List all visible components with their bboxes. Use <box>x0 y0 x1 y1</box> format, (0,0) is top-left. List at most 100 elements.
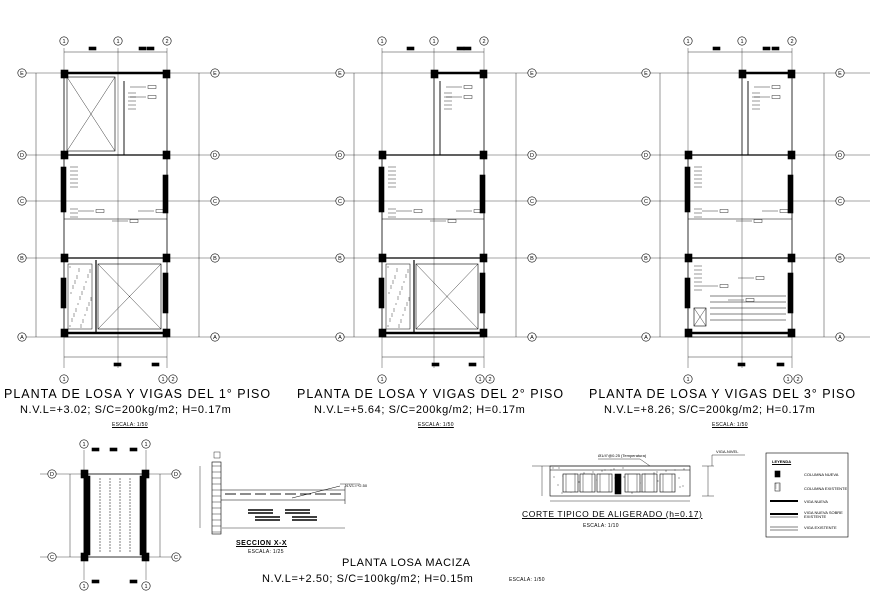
small-row-d-left-bubble <box>47 469 57 479</box>
dimension-mark <box>151 362 160 367</box>
hatch-dot <box>86 309 88 311</box>
col-1b-bottom-bubble <box>158 374 168 384</box>
hatch-dot <box>87 276 89 278</box>
main-slab-outline <box>687 154 793 338</box>
small-row-c-left-bubble <box>47 552 57 562</box>
plan-3-subtitle: N.V.L=+8.26; S/C=200kg/m2; H=0.17m <box>604 404 816 416</box>
hatch-dot <box>778 484 780 486</box>
concrete-dot <box>679 486 681 488</box>
hatch-dot <box>408 297 410 299</box>
hatch-dot <box>403 281 405 283</box>
legend-swatch-existing-column <box>774 482 781 492</box>
row-b-left-label: B <box>338 256 342 262</box>
dimension-mark <box>91 447 100 452</box>
row-a-left-bubble <box>335 332 345 342</box>
row-d-left-label: D <box>644 153 648 159</box>
col-3-top-label: 2 <box>165 39 168 45</box>
legend-frame <box>765 452 849 538</box>
row-c-right-label: C <box>213 199 217 205</box>
concrete-dot <box>552 467 554 469</box>
dimension-mark <box>406 46 415 51</box>
concrete-dot <box>557 484 559 486</box>
column <box>479 328 488 338</box>
wall-segment <box>139 475 147 556</box>
row-b-right-bubble <box>210 253 220 263</box>
column <box>378 253 387 263</box>
hatch-dot <box>69 325 71 327</box>
column <box>738 69 747 79</box>
wall-segment <box>60 166 67 213</box>
hatch-dot <box>394 277 396 279</box>
row-a-left-bubble <box>641 332 651 342</box>
row-a-left-label: A <box>644 335 648 341</box>
concrete-dot <box>665 470 667 472</box>
hatch-dot <box>406 302 408 304</box>
column <box>162 328 171 338</box>
hatch-dot <box>73 313 75 315</box>
wall-segment <box>787 272 794 314</box>
hatch-dot <box>392 282 394 284</box>
wall-segment <box>162 174 169 214</box>
hatch-dot <box>397 296 399 298</box>
row-a-right-bubble <box>527 332 537 342</box>
col-1-top-label: 1 <box>62 39 65 45</box>
hatch-dot <box>390 285 392 287</box>
beam-tag <box>447 219 457 223</box>
hatch-dot <box>775 487 777 489</box>
small-row-d-right-bubble <box>171 469 181 479</box>
beam-tag <box>745 298 755 302</box>
plan-3-scale: ESCALA: 1/50 <box>712 422 748 428</box>
hatch-dot <box>391 315 393 317</box>
concrete-dot <box>601 470 603 472</box>
leader-line <box>639 458 651 467</box>
legend-item-new-column: COLUMNA NUEVA <box>804 472 839 477</box>
row-a-right-label: A <box>213 335 217 341</box>
void-opening <box>97 263 162 330</box>
dimension-mark <box>456 46 465 51</box>
beam-tag <box>473 209 483 213</box>
column <box>684 150 693 160</box>
row-a-right-label: A <box>838 335 842 341</box>
hollow-brick <box>562 473 579 493</box>
section-level: N.V.L=+2.50 <box>345 483 368 488</box>
concrete-dot <box>592 471 594 473</box>
concrete-dot <box>578 481 580 483</box>
hatch-dot <box>73 315 75 317</box>
row-d-right-bubble <box>835 150 845 160</box>
hatch-dot <box>74 280 76 282</box>
hatch-dot <box>89 269 91 271</box>
col-1-bottom-label: 1 <box>62 377 65 383</box>
concrete-dot <box>683 468 685 470</box>
wall-segment <box>479 174 486 214</box>
hatch-dot <box>408 299 410 301</box>
hatch-dot <box>82 321 84 323</box>
column <box>60 150 69 160</box>
hatch-dot <box>387 325 389 327</box>
small-col-bottom-bubble <box>79 581 89 591</box>
column <box>479 150 488 160</box>
small-col-top-bubble <box>79 439 89 449</box>
hatch-dot <box>80 324 82 326</box>
hatch-dot <box>88 304 90 306</box>
wall-segment <box>162 272 169 314</box>
legend-swatch-new-column <box>774 470 781 478</box>
concrete-dot <box>657 480 659 482</box>
wall-segment <box>684 277 691 309</box>
legend-item-existing-beam: VIGA EXISTENTE <box>804 525 837 530</box>
hatch-dot <box>90 299 92 301</box>
hatch-dot <box>397 298 399 300</box>
col-1-top-label: 1 <box>686 39 689 45</box>
row-c-right-label: C <box>530 199 534 205</box>
col-3-top-bubble <box>787 36 797 46</box>
row-d-right-label: D <box>213 153 217 159</box>
column <box>162 253 171 263</box>
void-x <box>97 263 162 330</box>
concrete-dot <box>553 476 555 478</box>
row-d-left-bubble <box>335 150 345 160</box>
row-c-left-label: C <box>20 199 24 205</box>
hatch-dot <box>86 307 88 309</box>
column <box>787 69 796 79</box>
small-row-d-left-label: D <box>50 472 54 478</box>
concrete-dot <box>640 491 642 493</box>
row-c-left-bubble <box>641 196 651 206</box>
